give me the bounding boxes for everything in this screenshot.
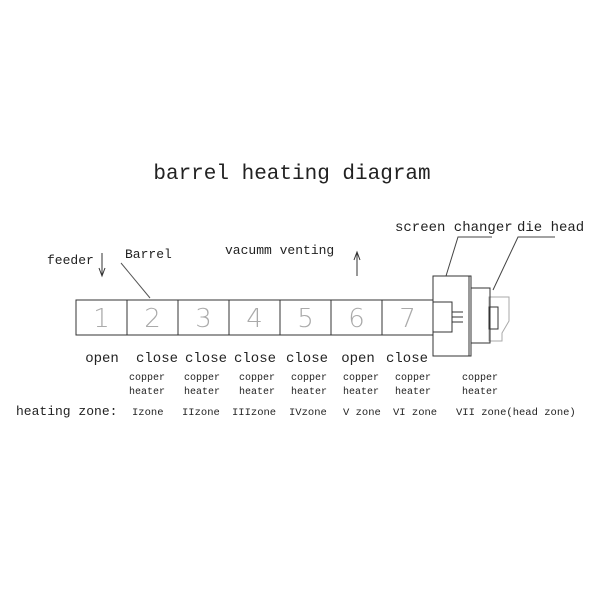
zone-label: IIzone (182, 407, 220, 419)
die-head-leader (492, 236, 555, 291)
zone-label: IIIzone (232, 407, 276, 419)
heater-type: heater (395, 386, 431, 398)
heater-type: copper (462, 373, 498, 384)
valve-state: close (386, 351, 428, 367)
zone-label: VI zone (393, 407, 437, 419)
heater-type: copper (291, 373, 327, 384)
section-number: 6 (348, 304, 365, 334)
heater-type: heater (291, 386, 327, 398)
barrel: 1 2 3 4 5 6 7 (75, 299, 434, 336)
valve-state: close (234, 351, 276, 367)
valve-state: close (136, 351, 178, 367)
venting-label: vacumm venting (225, 243, 334, 258)
heater-type: heater (129, 386, 165, 398)
valve-state: close (185, 351, 227, 367)
section-number: 5 (297, 304, 314, 334)
heater-type: heater (184, 386, 220, 398)
heater-type: copper (184, 373, 220, 384)
zone-label: IVzone (289, 407, 327, 419)
section-number: 2 (144, 304, 161, 334)
heater-type: heater (462, 386, 498, 398)
feeder-label: feeder (47, 253, 94, 268)
heater-type: copper (395, 373, 431, 384)
valve-state: close (286, 351, 328, 367)
die-head-label: die head (517, 220, 584, 236)
heater-type: heater (239, 386, 275, 398)
section-number: 4 (246, 304, 263, 334)
section-number: 1 (93, 304, 110, 334)
heater-type: copper (343, 373, 379, 384)
screen-changer-leader (445, 236, 492, 277)
section-number: 3 (195, 304, 212, 334)
die-head (470, 287, 510, 344)
screen-changer-label: screen changer (395, 220, 513, 236)
zone-label: VII zone(head zone) (456, 407, 576, 419)
heater-type: copper (129, 373, 165, 384)
zone-label: Izone (132, 407, 164, 419)
zone-label: V zone (343, 407, 381, 419)
heater-type: heater (343, 386, 379, 398)
diagram-title: barrel heating diagram (153, 163, 430, 186)
venting-arrow-icon (353, 250, 361, 276)
heating-zone-label: heating zone: (16, 404, 117, 419)
barrel-label: Barrel (125, 247, 172, 262)
barrel-leader-line (120, 262, 151, 299)
screen-changer (432, 275, 472, 357)
heater-type: copper (239, 373, 275, 384)
section-number: 7 (399, 304, 416, 334)
feeder-arrow-icon (98, 253, 106, 278)
valve-state: open (341, 351, 375, 367)
valve-state: open (85, 351, 119, 367)
